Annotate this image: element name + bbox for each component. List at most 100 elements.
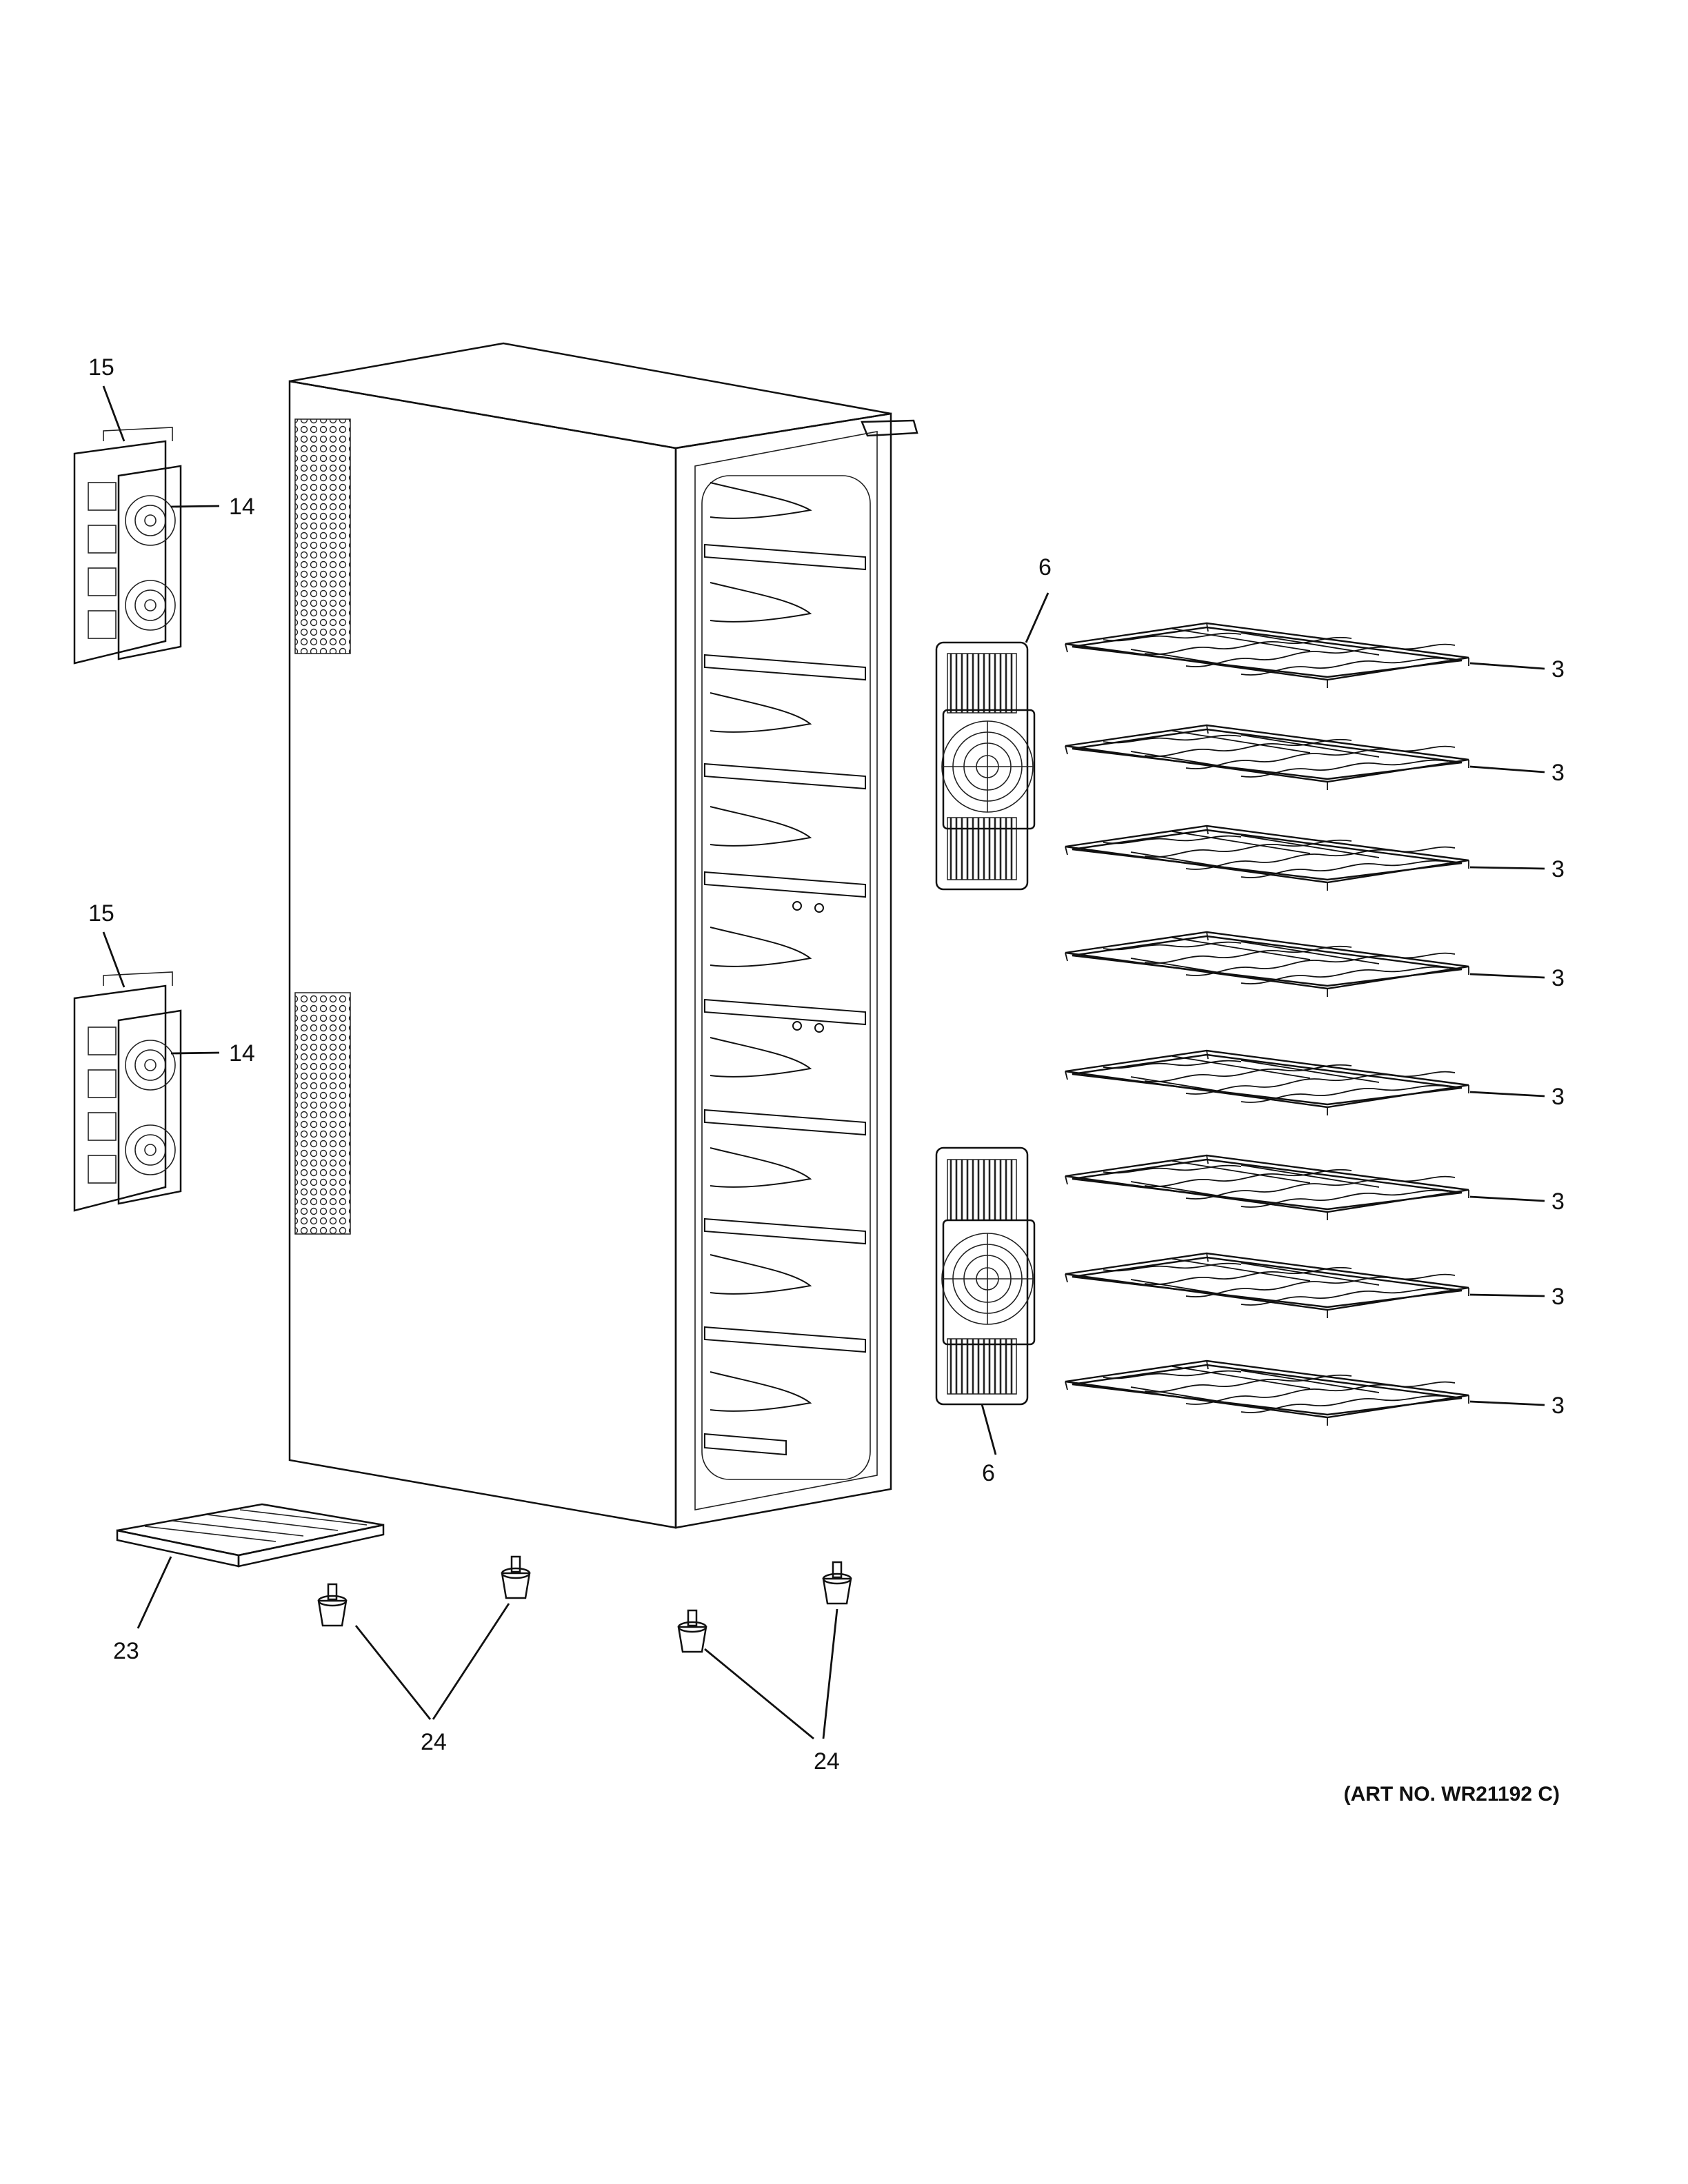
rack-wire (1185, 643, 1456, 667)
rack-wire (1065, 725, 1469, 790)
callout-3-rack-3: 3 (1551, 856, 1565, 882)
rack-wire (1065, 1360, 1469, 1426)
rack-wire (1103, 941, 1242, 951)
rack-wire (1144, 1064, 1352, 1082)
wine-rack-6 (1065, 1154, 1469, 1220)
rack-wire (1065, 1050, 1469, 1115)
rack-wire (1240, 1395, 1449, 1413)
rack-wire (1185, 952, 1456, 976)
callout-14-lower: 14 (229, 1040, 255, 1066)
cabinet (288, 342, 918, 1529)
leg-3 (677, 1609, 707, 1653)
rack-wire (1185, 1071, 1456, 1095)
rack-wire (1103, 1060, 1242, 1069)
rack-wire (1103, 1262, 1242, 1272)
side-vent-upper (294, 418, 351, 654)
callout-6-lower: 6 (982, 1460, 995, 1486)
callout-15-upper: 15 (88, 354, 114, 381)
wine-rack-5 (1065, 1049, 1469, 1115)
callout-24-right: 24 (814, 1748, 840, 1775)
filter-frame-15-upper (73, 440, 167, 665)
wine-rack-8 (1065, 1359, 1469, 1426)
callout-labels: 15 14 15 14 6 6 3 3 3 3 3 3 3 3 23 24 24… (88, 354, 1565, 1806)
rack-wire (1130, 628, 1380, 674)
rack-wire (1103, 734, 1242, 744)
base-grille (116, 1503, 385, 1568)
rack-wire (1144, 1374, 1352, 1393)
side-vent-lower (294, 992, 351, 1235)
filter-14-upper (117, 465, 182, 660)
callout-3-rack-5: 3 (1551, 1084, 1565, 1110)
rack-wire (1240, 966, 1449, 984)
rack-wire (1103, 632, 1242, 642)
filter-assembly-upper (73, 427, 182, 665)
wine-rack-1 (1065, 622, 1469, 688)
filter-frame-15-lower (73, 984, 167, 1212)
shelf-rails (704, 482, 866, 1456)
fan-grille-upper-a (125, 495, 176, 546)
wine-racks (1065, 622, 1469, 1426)
rack-wire (1144, 839, 1352, 858)
cabinet-liner (701, 475, 871, 1480)
rack-wire (1130, 1055, 1380, 1101)
wine-rack-2 (1065, 724, 1469, 790)
rack-wire (1130, 1258, 1380, 1304)
callout-24-left: 24 (421, 1729, 447, 1755)
callout-15-lower: 15 (88, 900, 114, 927)
rack-wire (1144, 945, 1352, 964)
fan-assembly-lower (935, 1146, 1036, 1406)
rack-wire (1130, 730, 1380, 776)
rack-wire (1130, 1160, 1380, 1206)
rack-wire (1065, 623, 1469, 688)
callout-3-rack-7: 3 (1551, 1284, 1565, 1310)
rack-wire (1065, 825, 1469, 891)
rack-wire (1065, 1253, 1469, 1318)
leg-4 (822, 1561, 852, 1605)
callout-14-upper: 14 (229, 494, 255, 520)
callout-3-rack-6: 3 (1551, 1189, 1565, 1215)
rack-wire (1240, 860, 1449, 878)
callout-3-rack-4: 3 (1551, 965, 1565, 991)
rack-wire (1240, 1287, 1449, 1306)
callout-23: 23 (113, 1638, 139, 1664)
rack-wire (1130, 1366, 1380, 1411)
rack-wire (1240, 1189, 1449, 1208)
rack-wire (1065, 1155, 1469, 1220)
rack-wire (1103, 1370, 1242, 1379)
leveling-legs (317, 1555, 852, 1653)
rack-wire (1130, 831, 1380, 876)
wine-rack-4 (1065, 931, 1469, 997)
callout-3-rack-1: 3 (1551, 656, 1565, 682)
callout-3-rack-8: 3 (1551, 1393, 1565, 1419)
rack-wire (1240, 657, 1449, 676)
rack-wire (1144, 1266, 1352, 1285)
leg-2 (501, 1555, 531, 1599)
rack-wire (1065, 931, 1469, 997)
rack-wire (1185, 846, 1456, 870)
rack-wire (1103, 1164, 1242, 1174)
wine-rack-7 (1065, 1252, 1469, 1318)
filter-assembly-lower (73, 971, 182, 1212)
filter-14-lower (117, 1009, 182, 1205)
leader-lines (102, 385, 1545, 1740)
rack-wire (1130, 937, 1380, 982)
fan-grille-upper-b (125, 580, 176, 631)
rack-wire (1144, 1169, 1352, 1187)
fan-assembly-upper (935, 641, 1036, 891)
rack-wire (1185, 1175, 1456, 1200)
rack-wire (1185, 1381, 1456, 1405)
hinge (861, 419, 918, 437)
rack-wire (1103, 835, 1242, 845)
rack-wire (1240, 1084, 1449, 1103)
rack-wire (1144, 738, 1352, 757)
rack-wire (1185, 745, 1456, 769)
rack-wire (1144, 636, 1352, 655)
rack-wire (1185, 1273, 1456, 1297)
leg-1 (317, 1583, 348, 1627)
callout-3-rack-2: 3 (1551, 760, 1565, 786)
art-number: (ART NO. WR21192 C) (1344, 1783, 1560, 1806)
rack-wire (1240, 759, 1449, 778)
wine-rack-3 (1065, 825, 1469, 891)
callout-6-upper: 6 (1038, 554, 1052, 580)
